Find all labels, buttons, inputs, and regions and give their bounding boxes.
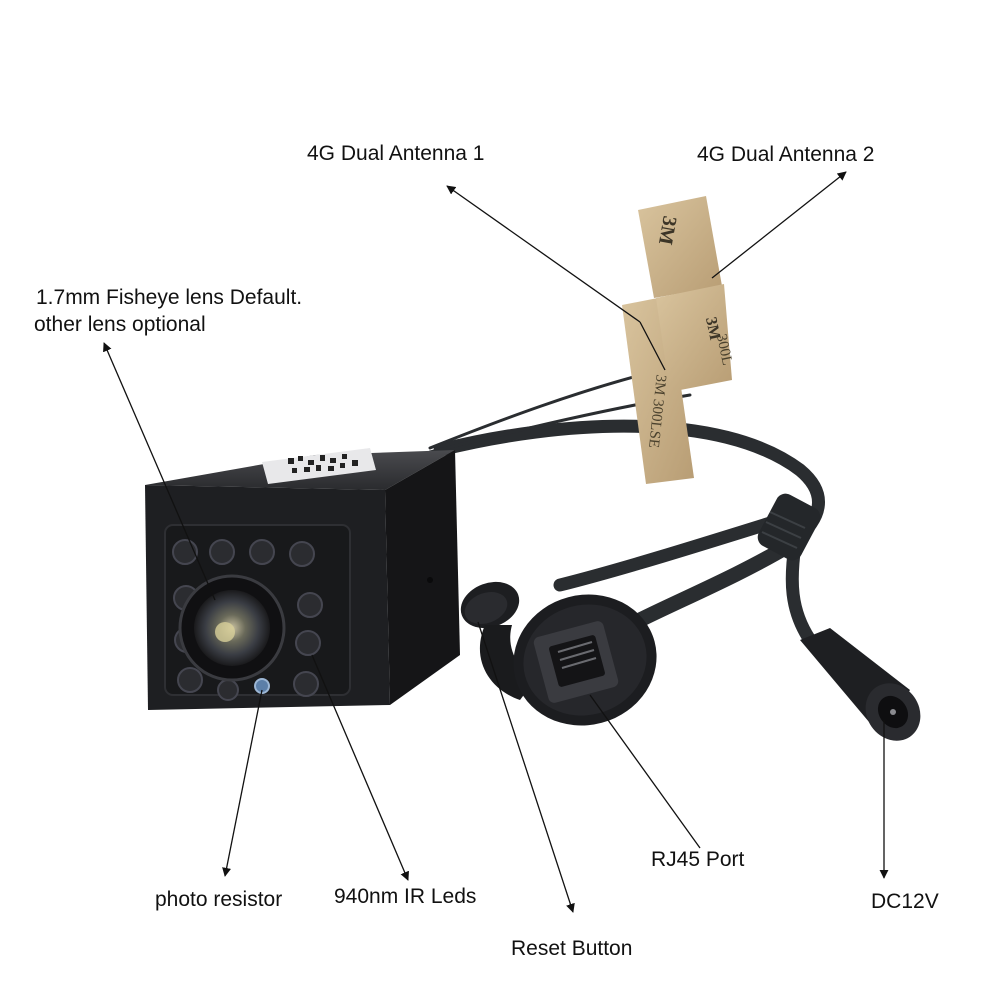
- label-lens-line-1: 1.7mm Fisheye lens Default.: [36, 286, 303, 309]
- tape-brand-text-2: 3M: [702, 316, 723, 342]
- label-ir-leds: 940nm IR Leds: [334, 885, 477, 908]
- arrow-ir-leds: [311, 654, 409, 881]
- annotation-arrows: [103, 171, 889, 913]
- label-lens-line-2: other lens optional: [34, 313, 206, 336]
- arrow-rj45-port: [589, 694, 701, 849]
- ir-led: [295, 630, 321, 656]
- tape-brand-text: 3M: [654, 214, 681, 246]
- label-antenna-2: 4G Dual Antenna 2: [697, 143, 875, 166]
- arrow-reset-button: [477, 621, 575, 913]
- antenna-tape-1: 3M 300LSE: [622, 296, 694, 484]
- rj45-connector: [513, 594, 657, 726]
- label-photo-resistor: photo resistor: [155, 888, 283, 911]
- ir-led: [217, 679, 239, 701]
- ir-led: [172, 539, 198, 565]
- label-dc12v: DC12V: [871, 890, 939, 913]
- cable-splitter: [757, 493, 821, 561]
- antenna-tape-3: 3M 300L: [656, 284, 735, 392]
- label-reset-button: Reset Button: [511, 937, 633, 960]
- rj45-cable: [632, 537, 798, 628]
- ir-led: [249, 539, 275, 565]
- ir-led: [297, 592, 323, 618]
- qr-label: [262, 448, 376, 484]
- tape-code-text: 300L: [713, 332, 735, 366]
- label-rj45-port: RJ45 Port: [651, 848, 745, 871]
- antenna-tape-2: 3M: [638, 196, 722, 298]
- ir-led: [289, 541, 315, 567]
- ir-led: [177, 667, 203, 693]
- arrow-lens: [103, 342, 216, 601]
- ir-led: [293, 671, 319, 697]
- ir-led: [209, 539, 235, 565]
- arrow-antenna-2: [711, 171, 847, 279]
- arrow-antenna-1-lead: [639, 321, 666, 371]
- arrow-antenna-1: [446, 185, 641, 323]
- reset-cable: [553, 513, 787, 592]
- antenna-wire-1: [428, 368, 662, 450]
- dc-power-jack: [800, 628, 921, 741]
- camera-side-face: [385, 450, 460, 705]
- main-cable: [433, 419, 825, 547]
- arrow-photo-resistor: [222, 689, 263, 877]
- tape-side-text: 3M 300LSE: [645, 374, 669, 449]
- label-antenna-1: 4G Dual Antenna 1: [307, 142, 485, 165]
- fisheye-lens: [178, 574, 286, 682]
